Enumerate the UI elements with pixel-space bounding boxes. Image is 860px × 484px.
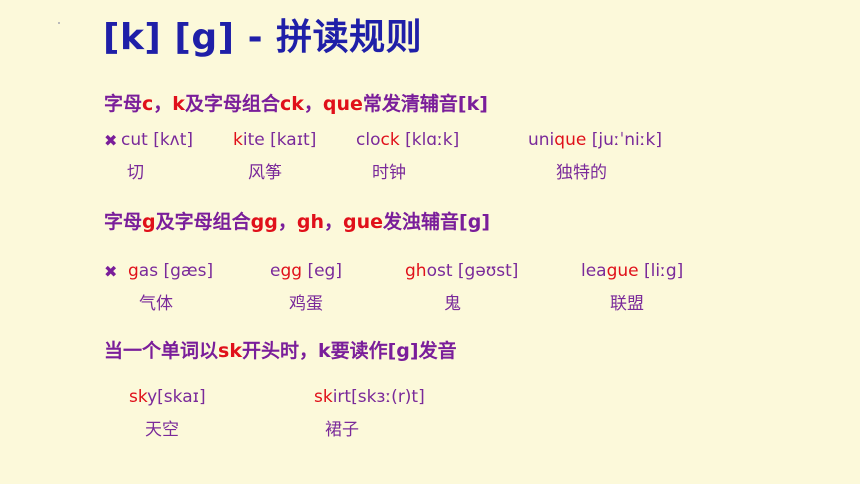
word-text: cut [kʌt] [121, 130, 194, 150]
heading-highlight: gue [343, 211, 384, 233]
heading-text: 字母 [104, 211, 143, 233]
word-meaning: 独特的 [556, 163, 607, 183]
word-highlight: gg [280, 261, 303, 281]
heading-text: 发浊辅音[g] [383, 211, 490, 233]
heading-highlight: g [142, 211, 156, 233]
word-highlight: sk [129, 387, 148, 407]
word-text: e [270, 261, 281, 281]
word-item: skirt[skɜː(r)t] [314, 387, 425, 407]
heading-highlight: k [172, 93, 185, 115]
word-text: y[skaɪ] [147, 387, 206, 407]
word-highlight: ck [380, 130, 400, 150]
heading-highlight: ck [279, 93, 304, 115]
word-text: as [gæs] [138, 261, 214, 281]
word-highlight: k [233, 130, 243, 150]
heading-highlight: gh [296, 211, 324, 233]
word-text: irt[skɜː(r)t] [332, 387, 425, 407]
word-text: [liːg] [638, 261, 684, 281]
heading-highlight: gg [250, 211, 278, 233]
word-meaning: 时钟 [372, 163, 406, 183]
word-meaning: 切 [127, 163, 144, 183]
word-meaning: 天空 [145, 420, 179, 440]
heading-text: ， [303, 93, 323, 115]
word-text: lea [581, 261, 607, 281]
word-highlight: que [554, 130, 587, 150]
word-item: cut [kʌt] [121, 130, 193, 150]
word-highlight: gue [606, 261, 639, 281]
word-text: uni [528, 130, 555, 150]
section2-heading: 字母g及字母组合gg，gh，gue发浊辅音[g] [104, 207, 490, 234]
word-item: kite [kaɪt] [233, 130, 316, 150]
bullet-icon: ✖ [104, 262, 118, 281]
word-item: gas [gæs] [128, 261, 213, 281]
heading-text: ， [277, 211, 297, 233]
word-item: league [liːg] [581, 261, 683, 281]
bullet-icon: ✖ [104, 131, 118, 150]
heading-text: 开头时，k要读作[g]发音 [241, 340, 457, 362]
heading-highlight: sk [218, 340, 242, 362]
word-item: clock [klɑːk] [356, 130, 459, 150]
word-text: [klɑːk] [399, 130, 460, 150]
decorative-dot [58, 22, 60, 24]
heading-text: 常发清辅音[k] [362, 93, 488, 115]
word-text: ost [gəʊst] [426, 261, 519, 281]
word-text: clo [356, 130, 381, 150]
word-item: egg [eg] [270, 261, 342, 281]
page-title: [k] [g] - 拼读规则 [103, 17, 423, 58]
word-text: ite [kaɪt] [242, 130, 317, 150]
word-meaning: 联盟 [610, 294, 644, 314]
word-highlight: sk [314, 387, 333, 407]
word-highlight: g [128, 261, 139, 281]
heading-text: 当一个单词以 [104, 340, 219, 362]
word-meaning: 鬼 [444, 294, 461, 314]
heading-highlight: c [142, 93, 154, 115]
heading-text: ， [153, 93, 173, 115]
word-item: unique [juːˈniːk] [528, 130, 662, 150]
heading-text: 及字母组合 [184, 93, 280, 115]
word-item: sky[skaɪ] [129, 387, 206, 407]
heading-highlight: que [322, 93, 363, 115]
section3-heading: 当一个单词以sk开头时，k要读作[g]发音 [104, 336, 457, 363]
heading-text: 字母 [104, 93, 143, 115]
word-meaning: 鸡蛋 [289, 294, 323, 314]
word-text: [eg] [302, 261, 342, 281]
word-meaning: 风筝 [248, 163, 282, 183]
section1-heading: 字母c，k及字母组合ck，que常发清辅音[k] [104, 89, 488, 116]
word-text: [juːˈniːk] [586, 130, 662, 150]
word-meaning: 气体 [139, 294, 173, 314]
heading-text: ， [324, 211, 344, 233]
word-item: ghost [gəʊst] [405, 261, 518, 281]
word-meaning: 裙子 [325, 420, 359, 440]
word-highlight: gh [405, 261, 427, 281]
heading-text: 及字母组合 [155, 211, 251, 233]
